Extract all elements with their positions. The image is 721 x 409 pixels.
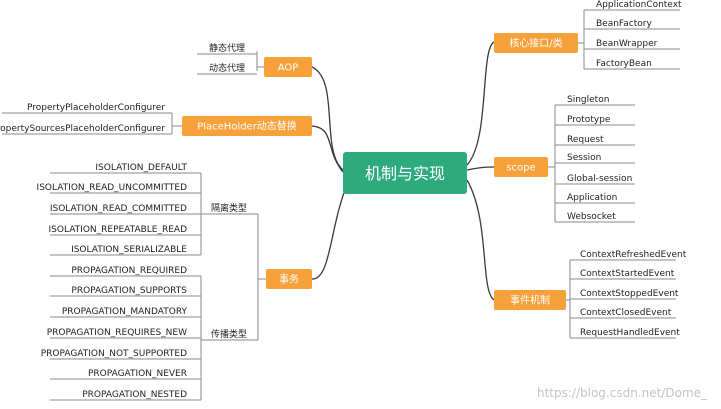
leaf-label: PROPAGATION_SUPPORTS: [71, 286, 187, 296]
leaf-label: ISOLATION_READ_UNCOMMITTED: [37, 183, 188, 193]
transaction-group-1[interactable]: 传播类型: [211, 328, 247, 340]
connector-transaction: [311, 189, 346, 280]
leaf-label: Global-session: [567, 174, 632, 184]
leaf-label: ISOLATION_READ_COMMITTED: [50, 204, 187, 214]
leaf-label: PROPAGATION_NESTED: [82, 390, 187, 400]
leaf-label: ISOLATION_SERIALIZABLE: [71, 245, 187, 255]
leaf-label: ISOLATION_REPEATABLE_READ: [49, 225, 188, 235]
transaction-group-0[interactable]: 隔离类型: [211, 202, 247, 214]
leaf-label: BeanWrapper: [596, 39, 658, 49]
connectors: [2, 9, 680, 401]
branch-events-label: 事件机制: [510, 294, 550, 307]
center-node-label: 机制与实现: [365, 164, 445, 183]
branch-placeholder-box: [182, 116, 312, 136]
branch-aop-box: [264, 57, 312, 77]
leaf-label: Application: [567, 193, 617, 203]
leaf-label: Prototype: [567, 115, 611, 125]
aop-bracket: [256, 51, 264, 68]
leaf-label: 隔离类型: [211, 202, 247, 214]
leaf-label: FactoryBean: [596, 59, 652, 69]
leaf-label: PropertyPlaceholderConfigurer: [27, 103, 165, 113]
branch-transaction-box: [266, 269, 312, 289]
leaf-label: PROPAGATION_REQUIRED: [71, 266, 187, 276]
branch-aop[interactable]: AOP: [264, 57, 312, 77]
scope-bracket: [548, 105, 556, 222]
leaf-label: Singleton: [567, 95, 609, 105]
events-bracket: [566, 260, 571, 338]
center-node[interactable]: 机制与实现: [343, 152, 467, 194]
leaf-label: Websocket: [567, 212, 616, 222]
leaf-label: Request: [567, 135, 604, 145]
leaf-label: 静态代理: [209, 42, 245, 54]
transaction-bracket: [257, 214, 266, 340]
leaf-label: 传播类型: [211, 328, 247, 340]
leaf-label: ContextRefreshedEvent: [580, 250, 687, 260]
watermark: https://blog.csdn.net/Dome_: [537, 386, 708, 400]
branch-core-box: [494, 33, 578, 53]
branch-placeholder[interactable]: PlaceHolder动态替换: [182, 116, 312, 136]
leaf-label: PropertySourcesPlaceholderConfigurer: [0, 124, 165, 134]
connector-events: [466, 179, 495, 301]
branch-placeholder-label: PlaceHolder动态替换: [197, 120, 297, 133]
leaf-label: 动态代理: [209, 62, 245, 74]
leaf-label: ContextClosedEvent: [580, 308, 672, 318]
branch-scope-box: [494, 157, 548, 177]
leaf-label: PROPAGATION_NOT_SUPPORTED: [41, 349, 187, 359]
connector-placeholder: [311, 125, 344, 173]
branch-core[interactable]: 核心接口/类: [494, 33, 578, 53]
connector-scope: [466, 166, 495, 171]
branch-events[interactable]: 事件机制: [494, 290, 566, 310]
leaf-label: ContextStoppedEvent: [580, 289, 679, 299]
connector-aop: [311, 66, 344, 171]
branch-transaction-label: 事务: [279, 273, 299, 286]
leaf-label: ISOLATION_DEFAULT: [95, 163, 187, 173]
leaf-label: Session: [567, 153, 601, 163]
branch-transaction[interactable]: 事务: [266, 269, 312, 289]
placeholder-bracket: [171, 113, 182, 134]
leaf-label: RequestHandledEvent: [580, 328, 680, 338]
leaf-label: PROPAGATION_MANDATORY: [62, 307, 188, 317]
branch-events-box: [494, 290, 566, 310]
leaf-label: ApplicationContext: [596, 0, 682, 10]
branch-core-label: 核心接口/类: [509, 37, 562, 50]
branch-scope-label: scope: [506, 163, 535, 174]
branch-scope[interactable]: scope: [494, 157, 548, 177]
leaf-label: PROPAGATION_REQUIRES_NEW: [47, 328, 187, 338]
core-bracket: [578, 10, 585, 69]
branch-aop-label: AOP: [278, 63, 299, 74]
connector-core: [466, 41, 495, 166]
center-node-box: [343, 152, 467, 194]
leaf-label: BeanFactory: [596, 19, 652, 29]
leaf-label: PROPAGATION_NEVER: [88, 369, 187, 379]
leaf-label: ContextStartedEvent: [580, 269, 675, 279]
